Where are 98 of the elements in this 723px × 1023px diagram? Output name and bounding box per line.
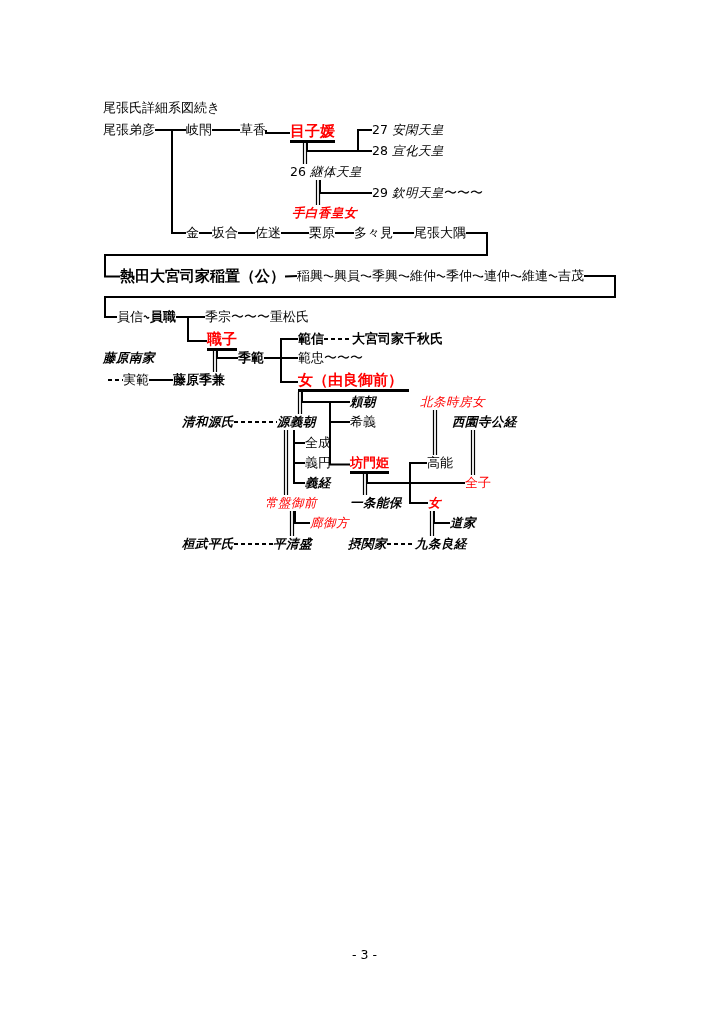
person-name: 季範 bbox=[238, 350, 264, 366]
person-name: 員職 bbox=[150, 309, 176, 325]
page-number: - 3 - bbox=[352, 947, 377, 963]
connector-line bbox=[175, 316, 208, 342]
connector-line bbox=[237, 232, 256, 234]
connector-line bbox=[148, 379, 174, 381]
person-name: 栗原 bbox=[309, 225, 335, 241]
connector-line bbox=[293, 429, 306, 484]
double-line bbox=[289, 510, 295, 537]
connector-line bbox=[104, 275, 616, 318]
connector-line bbox=[198, 232, 213, 234]
person-name: 摂関家 bbox=[348, 536, 387, 552]
person-name: 多々見 bbox=[354, 225, 393, 241]
person-name: 高能 bbox=[427, 455, 453, 471]
connector-line bbox=[284, 275, 298, 278]
person-name: 興員 bbox=[334, 268, 360, 284]
person-name: 佐迷 bbox=[255, 225, 281, 241]
dashed-line bbox=[233, 421, 278, 423]
person-name: 目子媛 bbox=[290, 123, 335, 143]
double-line bbox=[212, 350, 218, 373]
person-name: 北条時房女 bbox=[420, 394, 485, 410]
person-name: 員信 bbox=[117, 309, 143, 325]
person-name: 道家 bbox=[450, 515, 476, 531]
double-line bbox=[432, 409, 438, 456]
connector-line bbox=[319, 179, 373, 194]
person-name: 女 bbox=[428, 495, 441, 511]
person-name: 季宗〜〜〜重松氏 bbox=[205, 309, 309, 325]
person-name: 義経 bbox=[305, 475, 331, 491]
person-name: 藤原季兼 bbox=[173, 372, 225, 388]
wavy-line bbox=[360, 274, 372, 278]
person-name: 職子 bbox=[207, 331, 237, 351]
person-name: 27 安閑天皇 bbox=[372, 122, 444, 138]
dashed-line bbox=[107, 379, 124, 381]
person-name: 清和源氏 bbox=[182, 414, 234, 430]
connector-line bbox=[263, 357, 299, 383]
person-name: 源義朝 bbox=[277, 414, 316, 430]
person-name: 範忠〜〜〜 bbox=[298, 350, 363, 366]
double-line bbox=[302, 142, 308, 165]
person-name: 手白香皇女 bbox=[292, 205, 357, 221]
person-name: 季仲 bbox=[446, 268, 472, 284]
person-name: 九条良経 bbox=[415, 536, 467, 552]
connector-line bbox=[334, 232, 355, 234]
wavy-line bbox=[548, 274, 558, 278]
wavy-line bbox=[510, 274, 522, 278]
connector-line bbox=[294, 510, 311, 524]
double-line bbox=[297, 391, 303, 415]
clan-name: 藤原南家 bbox=[103, 350, 155, 366]
person-name: 平清盛 bbox=[273, 536, 312, 552]
person-name: 義円 bbox=[305, 455, 331, 471]
person-name: 大宮司家千秋氏 bbox=[352, 331, 443, 347]
connector-line bbox=[280, 232, 310, 234]
connector-line bbox=[216, 350, 239, 359]
person-name: 女（由良御前） bbox=[298, 372, 409, 392]
person-name: 全子 bbox=[465, 475, 491, 491]
connector-line bbox=[211, 129, 241, 131]
person-name: 26 継体天皇 bbox=[290, 164, 362, 180]
double-line bbox=[470, 429, 476, 476]
person-name: 実範 bbox=[123, 372, 149, 388]
person-name: 桓武平氏 bbox=[182, 536, 234, 552]
person-name: 連仲 bbox=[484, 268, 510, 284]
wavy-line bbox=[472, 274, 484, 278]
person-name: 頼朝 bbox=[350, 394, 376, 410]
connector-line bbox=[392, 232, 415, 234]
person-name: 希義 bbox=[350, 414, 376, 430]
wavy-line bbox=[398, 274, 410, 278]
person-name: 28 宣化天皇 bbox=[372, 143, 444, 159]
double-line bbox=[362, 473, 368, 496]
person-name: 岐閇 bbox=[186, 122, 212, 138]
person-name: 尾張弟彦 bbox=[103, 122, 155, 138]
chart-title: 尾張氏詳細系図続き bbox=[103, 100, 220, 116]
person-name: 季興 bbox=[372, 268, 398, 284]
person-name: 熱田大宮司家稲置（公） bbox=[120, 268, 285, 285]
person-name: 維仲 bbox=[410, 268, 436, 284]
person-name: 常盤御前 bbox=[265, 495, 317, 511]
double-line bbox=[315, 179, 321, 206]
person-name: 稲興 bbox=[297, 268, 323, 284]
person-name: 廊御方 bbox=[310, 515, 349, 531]
connector-line bbox=[433, 510, 451, 524]
connector-line bbox=[265, 129, 291, 134]
person-name: 吉茂 bbox=[558, 268, 584, 284]
double-line bbox=[429, 510, 435, 537]
person-name: 西園寺公経 bbox=[452, 414, 517, 430]
dashed-line bbox=[233, 543, 274, 545]
connector-line bbox=[154, 129, 187, 234]
person-name: 金 bbox=[186, 225, 199, 241]
person-name: 坊門姫 bbox=[350, 455, 389, 474]
connector-line bbox=[104, 232, 488, 278]
person-name: 尾張大隅 bbox=[414, 225, 466, 241]
wavy-line bbox=[436, 274, 446, 278]
wavy-line bbox=[323, 274, 334, 278]
person-name: 維連 bbox=[522, 268, 548, 284]
person-name: 一条能保 bbox=[350, 495, 402, 511]
person-name: 29 欽明天皇〜〜〜 bbox=[372, 185, 483, 201]
person-name: 草香 bbox=[240, 122, 266, 138]
person-name: 範信 bbox=[298, 331, 324, 347]
double-line bbox=[283, 429, 289, 496]
person-name: 坂合 bbox=[212, 225, 238, 241]
wavy-line bbox=[143, 315, 150, 319]
